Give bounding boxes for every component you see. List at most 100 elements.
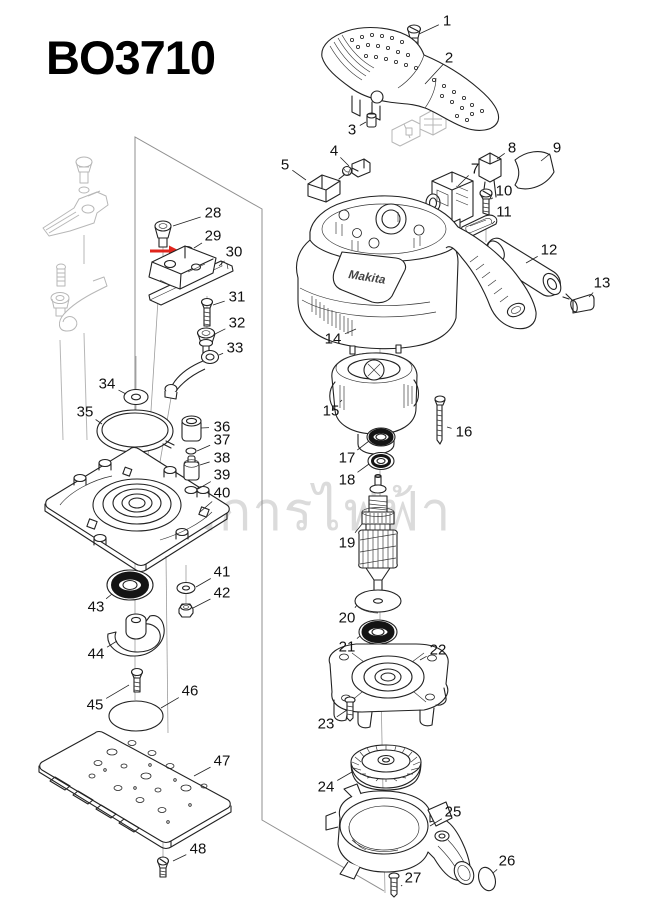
part-31-screw [200,297,214,327]
leader-line-3 [359,121,367,126]
part-21-ball-bearing [358,619,398,645]
leader-line-13 [588,292,594,298]
part-45-screw [130,667,144,693]
part-label-28: 28 [205,205,222,222]
part-label-46: 46 [182,683,199,700]
part-33-clamp-lever [164,349,220,400]
leader-line-18 [357,463,370,473]
part-47-base-pad [38,730,232,850]
part-label-42: 42 [214,585,231,602]
leader-line-10 [490,197,494,200]
part-label-37: 37 [214,432,231,449]
vent-dots [349,33,484,123]
part-label-15: 15 [323,403,340,420]
part-36-sponge-cylinder [181,415,202,442]
leader-line-33 [218,352,224,356]
leader-line-39 [197,481,211,490]
leader-line-44 [106,640,118,648]
part-16-screw [434,395,446,445]
leader-line-20 [354,604,358,608]
part-3-sleeve [366,112,377,128]
brand-logo: Makita [348,267,387,287]
part-label-30: 30 [226,244,243,261]
leader-line-48 [172,854,187,862]
part-9-baffle-plate [514,151,555,190]
part-24-fan [350,744,422,791]
part-40-base-plate [44,446,230,573]
part-37-o-ring [185,447,197,455]
part-label-12: 12 [541,242,558,259]
part-label-32: 32 [229,315,246,332]
part-label-9: 9 [553,140,561,157]
leader-line-31 [212,300,225,306]
detail-panel-frame [134,136,385,892]
leader-line-46 [160,697,179,709]
leader-line-47 [193,766,211,777]
leader-line-15 [339,399,343,403]
part-label-22: 22 [430,642,447,659]
leader-line-11 [491,220,496,225]
fan-blades [351,745,421,782]
leader-line-12 [525,256,538,264]
part-18-bearing-retainer [367,451,395,471]
leader-line-34 [118,389,127,395]
part-28-shoulder-screw [154,220,172,248]
leader-line-4 [340,157,350,167]
leader-line-35 [95,419,103,425]
part-label-45: 45 [87,697,104,714]
leader-line-25 [429,818,443,827]
part-label-44: 44 [88,646,105,663]
leader-line-8 [496,152,505,160]
pad-holes [88,740,208,824]
leader-line-38 [199,461,210,466]
part-label-16: 16 [456,424,473,441]
part-32-screw-with-washer [196,327,216,355]
part-label-11: 11 [496,204,512,221]
leader-line-2 [424,64,444,85]
part-label-19: 19 [339,535,356,552]
part-22-bearing-box [328,643,449,729]
part-35-rubber-ring [96,409,175,453]
part-label-3: 3 [348,122,356,139]
part-label-4: 4 [330,143,338,160]
part-label-40: 40 [214,485,231,502]
leader-line-14 [344,328,357,335]
part-25-fan-housing [325,783,475,885]
part-label-47: 47 [214,753,231,770]
leader-line-7 [457,175,469,187]
part-19-armature [358,473,398,605]
leader-line-41 [195,578,211,588]
part-label-26: 26 [499,853,516,870]
leader-line-5 [292,169,307,181]
leader-line-24 [337,771,353,781]
part-26-o-ring [477,866,497,892]
leader-line-43 [105,593,113,600]
part-label-33: 33 [227,340,244,357]
part-41-washer [176,581,196,595]
part-label-31: 31 [229,289,246,306]
part-label-20: 20 [339,610,356,627]
model-title: BO3710 [46,31,216,84]
part-46-pad-ring [108,700,164,732]
part-label-41: 41 [214,564,231,581]
part-label-21: 21 [339,639,356,656]
leader-line-32 [214,328,226,335]
leader-line-37 [196,444,211,452]
part-label-23: 23 [318,716,335,733]
part-5-brush-holder-cap [307,174,341,203]
part-label-18: 18 [339,472,356,489]
leader-line-17 [357,440,370,451]
part-label-43: 43 [88,599,105,616]
part-20-flat-washer [354,589,402,614]
part-label-25: 25 [445,804,462,821]
part-label-24: 24 [318,779,335,796]
part-42-nut [178,603,194,618]
leader-line-45 [106,684,130,699]
part-38-pin-cylinder [183,455,200,481]
part-14-housing-base: Makita [295,195,537,350]
part-34-washer [123,388,149,406]
part-4-carbon-brush [338,158,371,180]
part-label-14: 14 [325,331,342,348]
